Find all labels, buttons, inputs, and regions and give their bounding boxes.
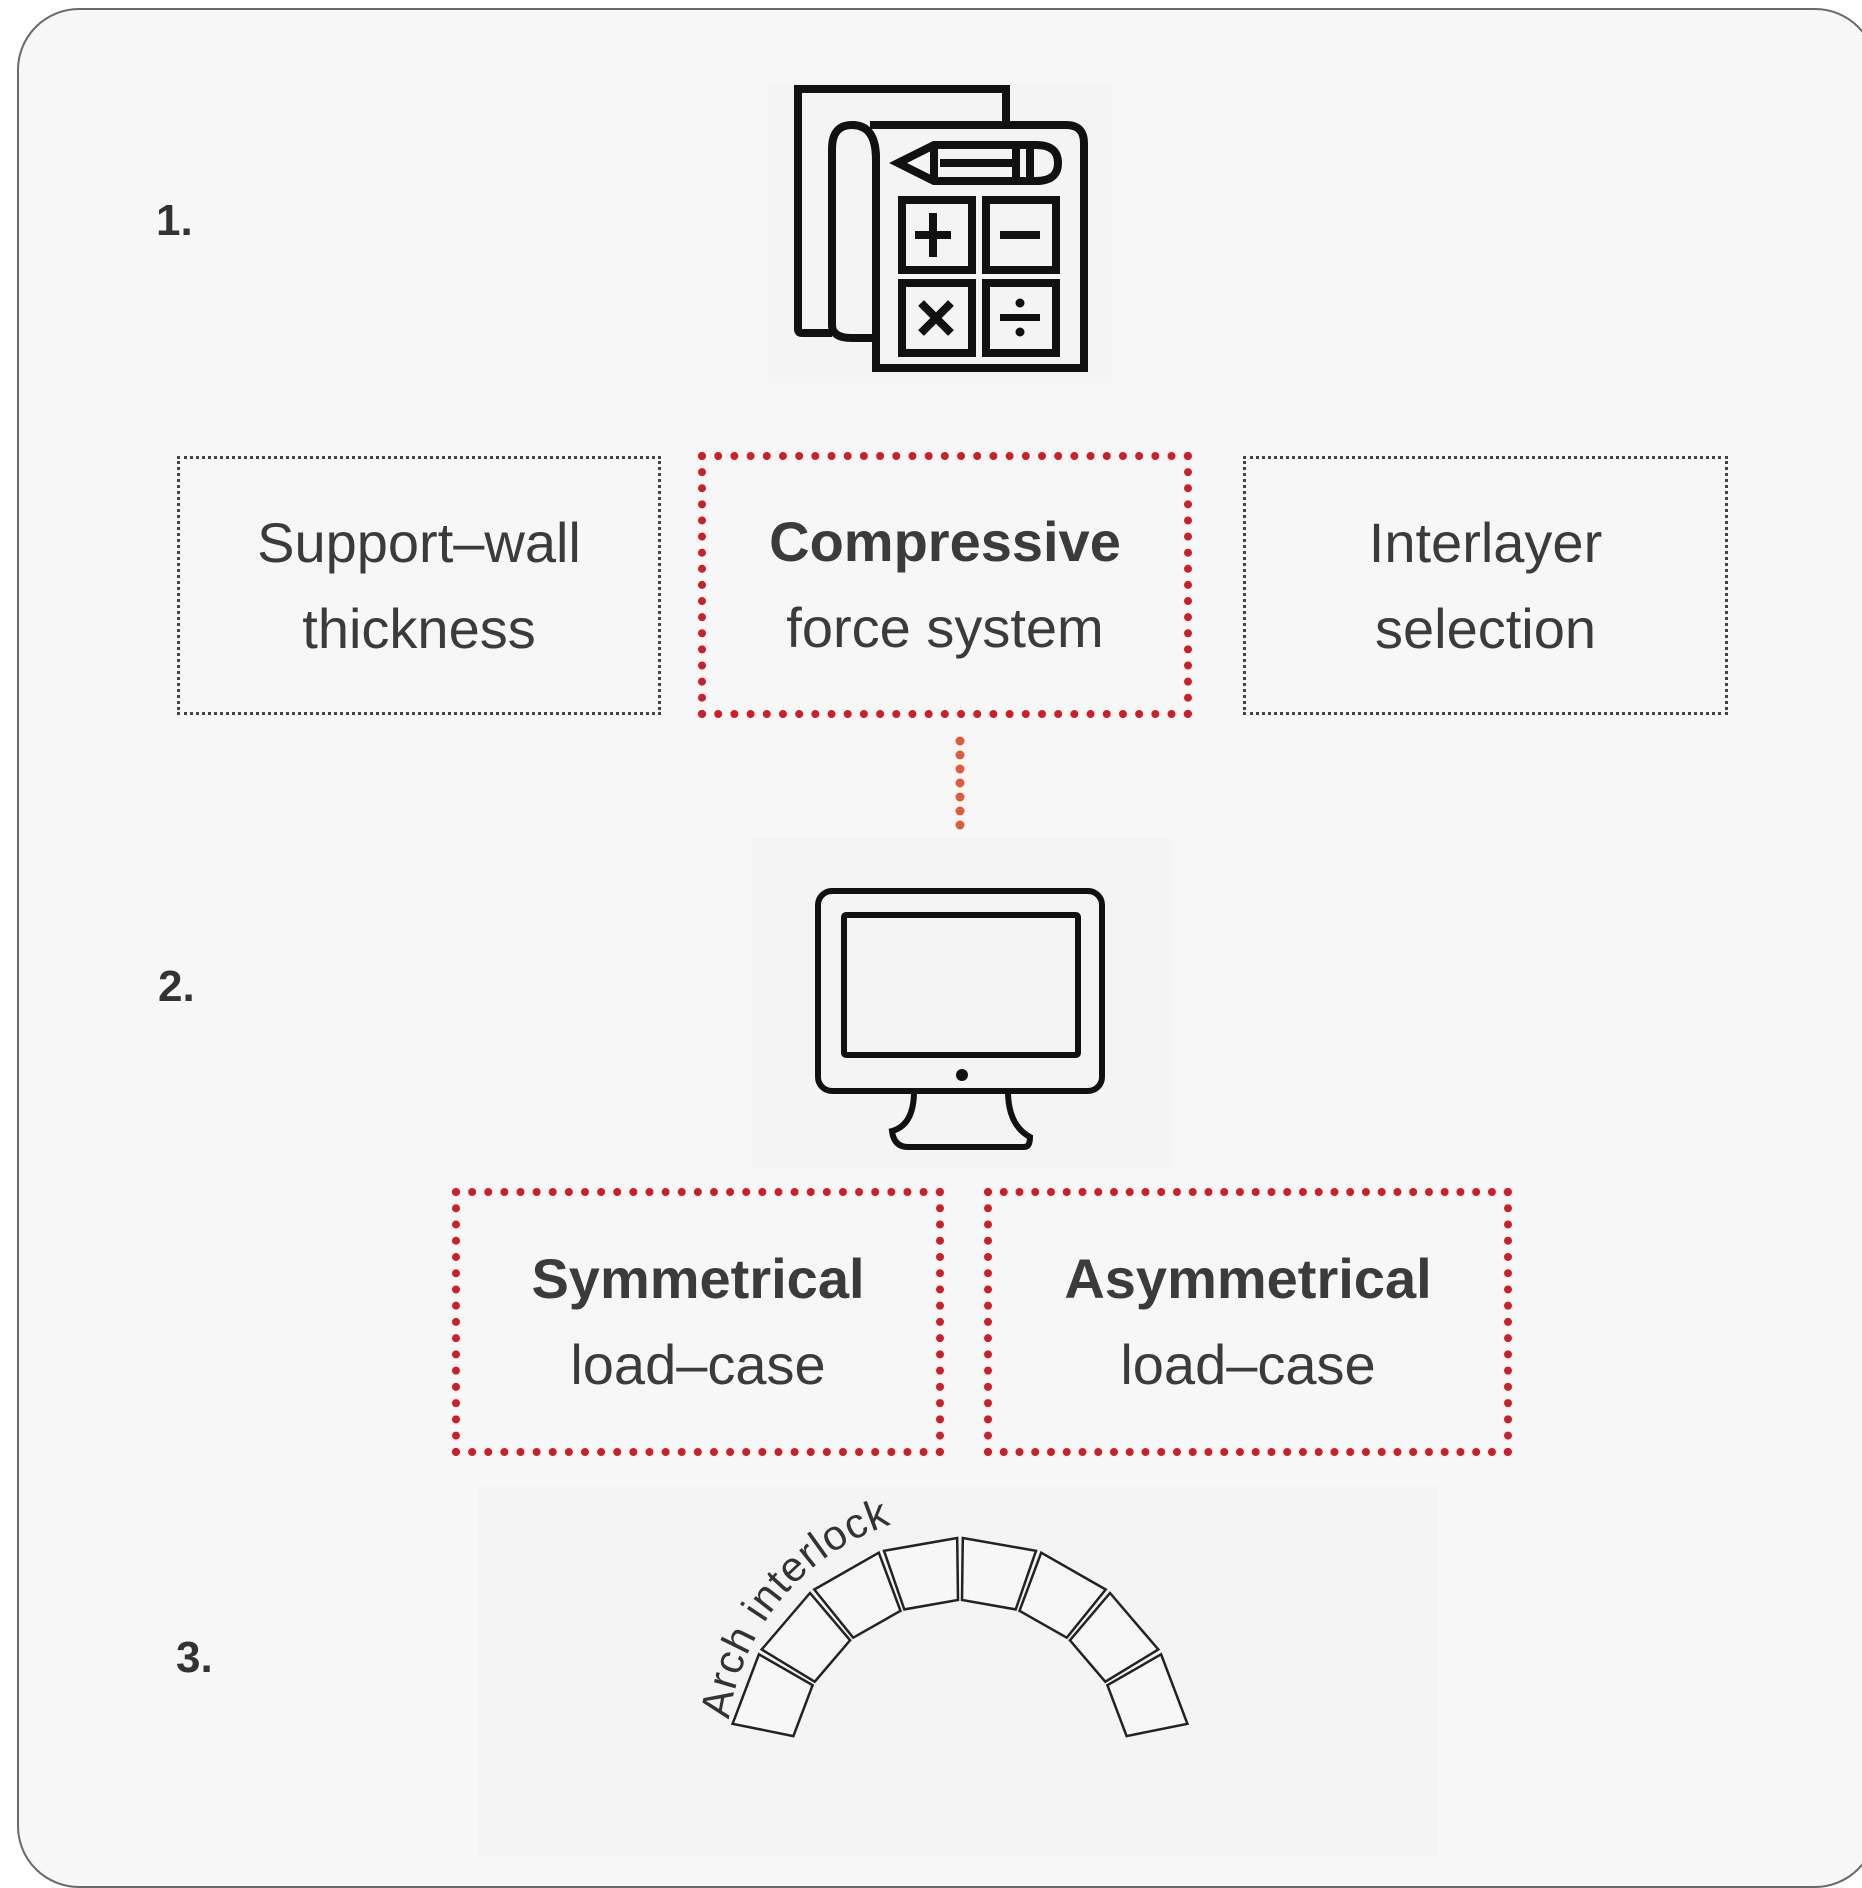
- arch-voussoir: [759, 1591, 852, 1684]
- interlayer-selection-line1: Interlayer: [1368, 510, 1603, 574]
- arch-voussoir: [812, 1550, 903, 1640]
- arch-voussoir: [1017, 1550, 1108, 1640]
- symmetrical-load-case-line1: Symmetrical: [531, 1247, 865, 1310]
- asymmetrical-load-case-line1: Asymmetrical: [1064, 1247, 1432, 1310]
- arch-voussoir: [730, 1652, 815, 1738]
- calculator-document-icon: [794, 85, 1088, 372]
- arch-voussoir: [1068, 1591, 1161, 1684]
- arch-voussoir: [1105, 1652, 1190, 1738]
- asymmetrical-load-case-line2: load–case: [1120, 1333, 1376, 1396]
- asymmetrical-load-case-box: Asymmetrical load–case: [984, 1188, 1512, 1456]
- symmetrical-load-case-line2: load–case: [570, 1333, 826, 1396]
- compressive-force-system-line1: Compressive: [769, 510, 1121, 573]
- step-1-label: 1.: [156, 196, 193, 245]
- support-wall-thickness-box: Support–wall thickness: [177, 456, 661, 715]
- symmetrical-load-case-box: Symmetrical load–case: [452, 1188, 944, 1456]
- interlayer-selection-box: Interlayer selection: [1243, 456, 1728, 715]
- monitor-icon: [815, 888, 1105, 1150]
- support-wall-thickness-line1: Support–wall: [257, 510, 581, 574]
- arch-voussoir: [960, 1536, 1038, 1611]
- step-3-label: 3.: [176, 1633, 213, 1682]
- compressive-force-system-box: Compressive force system: [698, 452, 1192, 718]
- support-wall-thickness-line2: thickness: [302, 596, 536, 660]
- compressive-force-system-line2: force system: [786, 596, 1104, 659]
- arch-icon: Arch interlock: [691, 1488, 1190, 1738]
- interlayer-selection-line2: selection: [1374, 596, 1597, 660]
- arch-voussoir: [882, 1536, 960, 1611]
- step-2-label: 2.: [158, 962, 195, 1011]
